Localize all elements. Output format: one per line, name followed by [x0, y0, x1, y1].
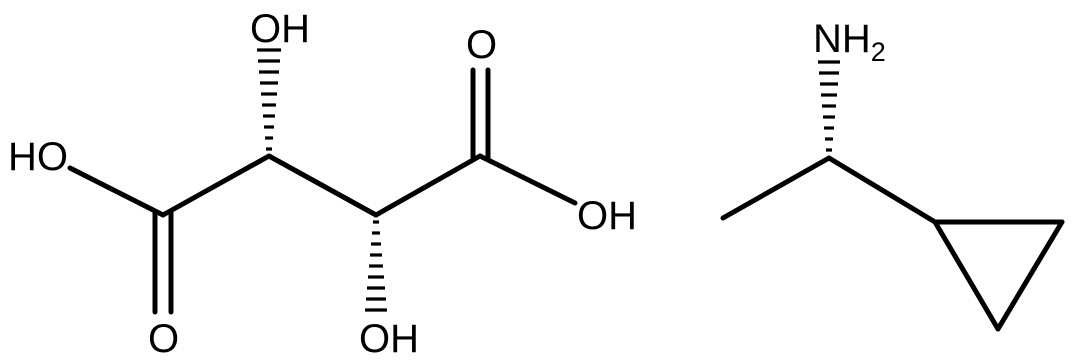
tartaric-acid: HO O OH OH O OH: [8, 7, 637, 361]
hashed-wedge-bottom: [365, 220, 387, 312]
atom-label-o-left: O: [148, 317, 179, 361]
bond-methyl: [720, 155, 832, 221]
atom-label-o-right: O: [466, 23, 497, 67]
bond-c4-oh: [477, 153, 578, 206]
hashed-wedge-amine: [818, 60, 840, 152]
atom-label-nh2: NH2: [813, 17, 886, 67]
atom-label-oh-right: OH: [577, 194, 637, 238]
ring-bond-3: [932, 219, 1001, 332]
hashed-wedge-top: [257, 48, 281, 151]
bond-ch-ring: [826, 155, 938, 225]
atom-label-ho-left: HO: [8, 135, 68, 179]
bond-c1-c2: [160, 153, 272, 218]
bond-oh-c1: [67, 165, 166, 218]
bond-c2-c3: [266, 153, 379, 218]
atom-label-oh-bottom: OH: [359, 317, 419, 361]
bond-c3-c4: [373, 153, 483, 218]
atom-label-oh-top: OH: [250, 7, 310, 51]
ring-bond-2: [995, 219, 1065, 332]
cyclopropylethylamine: NH2: [720, 17, 1065, 332]
